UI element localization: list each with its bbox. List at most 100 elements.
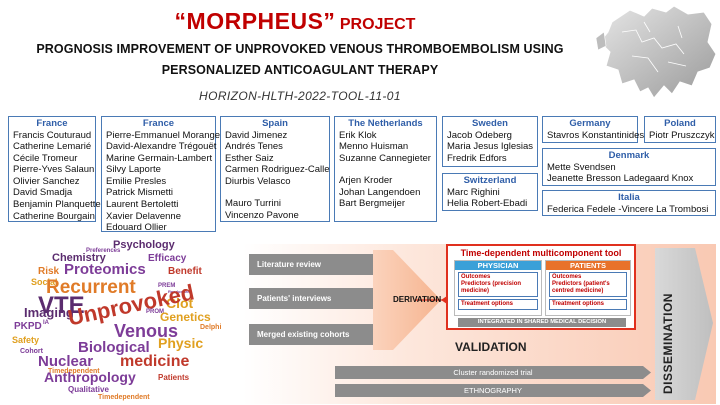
input-merged-cohorts: Merged existing cohorts: [249, 324, 389, 345]
cloud-word: IA: [43, 320, 49, 326]
cloud-word: Patients: [158, 373, 190, 382]
patients-treatment: Treatment options: [549, 299, 627, 310]
cloud-word: Genetics: [160, 310, 211, 324]
cloud-word: Social: [31, 277, 58, 287]
cloud-word: PREM: [158, 283, 176, 289]
cloud-word: PKPD: [14, 321, 42, 332]
tool-title: Time-dependent multicomponent tool: [460, 248, 622, 258]
country-name: France: [36, 118, 68, 129]
cloud-word: Psychology: [113, 239, 175, 251]
ethnography-bar: ETHNOGRAPHY: [335, 384, 651, 397]
country-box-france-2: France Pierre-Emmanuel Morange David-Ale…: [101, 116, 220, 234]
cloud-word: Proteomics: [64, 261, 146, 278]
patients-outcomes: Outcomes: [552, 274, 582, 280]
europe-map-icon: [592, 2, 718, 108]
member-name: Diurbis Velasco: [225, 175, 291, 187]
cloud-word: PROM: [146, 309, 164, 315]
member-name: Bart Bergmeijer: [339, 198, 405, 210]
cloud-word: Physic: [158, 335, 204, 351]
member-name: Fredrik Edfors: [447, 152, 507, 164]
physician-treatment: Treatment options: [458, 299, 538, 310]
country-name: Switzerland: [463, 175, 517, 186]
member-name: Mauro Turrini: [225, 198, 281, 210]
member-name: Stavros Konstantinides: [547, 129, 645, 141]
cloud-word: Delphi: [200, 324, 222, 331]
country-name: Denmark: [608, 150, 650, 161]
cloud-word: Chemistry: [52, 252, 106, 264]
member-name: Suzanne Cannegieter: [339, 152, 431, 164]
patients-label: PATIENTS: [546, 261, 630, 270]
derivation-label: DERIVATION: [393, 295, 442, 304]
country-box-poland: Poland Piotr Pruszczyk: [644, 116, 716, 143]
cloud-word: VTE: [38, 292, 85, 319]
country-name: Spain: [262, 118, 288, 129]
physician-outcomes: Outcomes: [461, 274, 491, 280]
member-name: Laurent Bertoletti: [106, 199, 179, 211]
country-name: The Netherlands: [348, 118, 423, 129]
subtitle-line-1: PROGNOSIS IMPROVEMENT OF UNPROVOKED VENO…: [36, 42, 564, 56]
member-name: Emilie Presles: [106, 175, 167, 187]
physician-label: PHYSICIAN: [455, 261, 541, 270]
cloud-word: Preferences: [86, 248, 121, 254]
cloud-word: Safety: [12, 335, 40, 345]
country-box-germany: Germany Stavros Konstantinides: [542, 116, 645, 143]
patients-panel: PATIENTS Outcomes Predictors (patient's …: [545, 260, 631, 316]
cloud-word: Venous: [114, 321, 179, 341]
cloud-word: Efficacy: [148, 253, 187, 264]
cloud-word: Qualitative: [68, 385, 109, 394]
time-dependent-tool: Time-dependent multicomponent tool PHYSI…: [446, 244, 636, 330]
cloud-word: Risk: [38, 266, 60, 277]
member-name: Andrés Tenes: [225, 141, 283, 153]
cloud-word: Timedependent: [98, 394, 150, 401]
member-name: Silvy Laporte: [106, 164, 161, 176]
member-name: Carmen Rodriguez-Calle: [225, 164, 330, 176]
title-project-word: PROJECT: [335, 16, 416, 33]
member-name: David-Alexandre Trégouët: [106, 141, 217, 153]
member-name: Erik Klok: [339, 129, 377, 141]
member-name: Marc Righini: [447, 186, 500, 198]
country-name: Italia: [618, 192, 640, 203]
validation-label: VALIDATION: [455, 340, 527, 354]
integrated-shared-decision: INTEGRATED IN SHARED MEDICAL DECISION: [458, 318, 626, 327]
member-name: Johan Langendoen: [339, 186, 421, 198]
cloud-word: Nuclear: [38, 353, 94, 370]
member-name: Arjen Kroder: [339, 175, 393, 187]
cloud-word: Anthropology: [44, 369, 136, 385]
country-name: Germany: [569, 118, 611, 129]
country-box-denmark: Denmark Mette Svendsen Jeanette Bresson …: [542, 148, 716, 186]
member-name: Marine Germain-Lambert: [106, 152, 213, 164]
member-name: Jeanette Bresson Ladegaard Knox: [547, 173, 694, 185]
cloud-word: medicine: [120, 353, 190, 370]
member-name: Catherine Bourgain: [13, 210, 95, 222]
process-diagram: Literature review Patients' interviews M…: [243, 244, 716, 404]
member-name: Vincenzo Pavone: [225, 210, 299, 222]
word-cloud: Psychology Preferences Chemistry Efficac…: [8, 240, 236, 403]
member-name: Federica Fedele -Vincere La Trombosi: [547, 203, 709, 215]
member-name: Edouard Ollier: [106, 222, 167, 234]
subtitle-line-2: PERSONALIZED ANTICOAGULANT THERAPY: [161, 63, 439, 77]
member-name: Cécile Tromeur: [13, 152, 78, 164]
member-name: Xavier Delavenne: [106, 210, 181, 222]
physician-predictors: Predictors (precision medicine): [461, 281, 522, 294]
derivation-arrow-shape: [373, 248, 713, 400]
member-name: Maria Jesus Iglesias: [447, 141, 534, 153]
project-title: “MORPHEUS” PROJECT: [0, 8, 590, 35]
member-name: Olivier Sanchez: [13, 175, 80, 187]
country-box-spain: Spain David Jimenez Andrés Tenes Esther …: [220, 116, 330, 222]
cloud-word: Imaging: [24, 305, 74, 320]
member-name: Pierre-Yves Salaun: [13, 164, 95, 176]
country-name: France: [142, 118, 175, 129]
country-box-switzerland: Switzerland Marc Righini Helia Robert-Eb…: [442, 173, 538, 211]
cloud-word: Randomized: [168, 289, 192, 294]
member-name: David Jimenez: [225, 129, 288, 141]
title-quote: “: [174, 8, 187, 34]
country-box-france-1: France Francis Couturaud Catherine Lemar…: [8, 116, 101, 222]
cluster-randomized-trial-bar: Cluster randomized trial: [335, 366, 651, 379]
dissemination-label: DISSEMINATION: [661, 293, 675, 394]
member-name: Piotr Pruszczyk: [649, 129, 715, 141]
input-patients-interviews: Patients' interviews: [249, 288, 389, 309]
country-name: Sweden: [472, 118, 508, 129]
member-name: Francis Couturaud: [13, 129, 92, 141]
patients-predictors: Predictors (patient's centred medicine): [552, 281, 610, 294]
country-box-sweden: Sweden Jacob Odeberg Maria Jesus Iglesia…: [442, 116, 538, 167]
